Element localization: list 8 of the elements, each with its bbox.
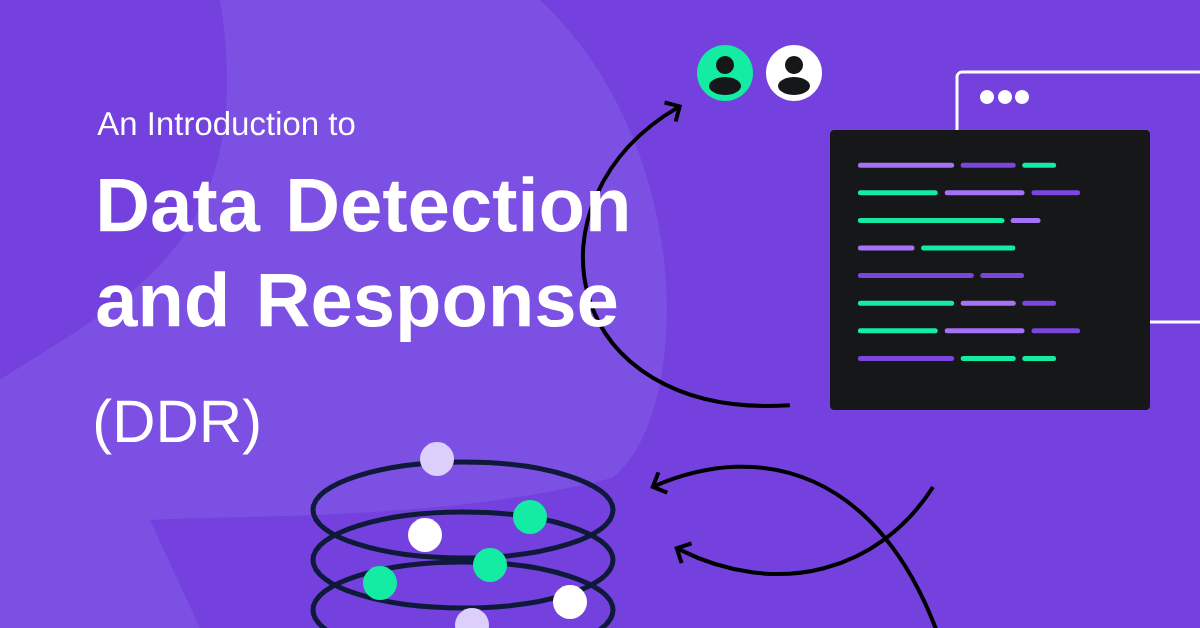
code-window-drawing [830,130,1150,410]
abbreviation: (DDR) [95,398,259,455]
subtitle: An Introduction to [97,111,355,136]
curved-arrow [581,100,790,408]
database-drawing [310,442,616,628]
person-icon [697,45,753,101]
person-icon [766,45,822,101]
curved-arrow [674,485,935,577]
